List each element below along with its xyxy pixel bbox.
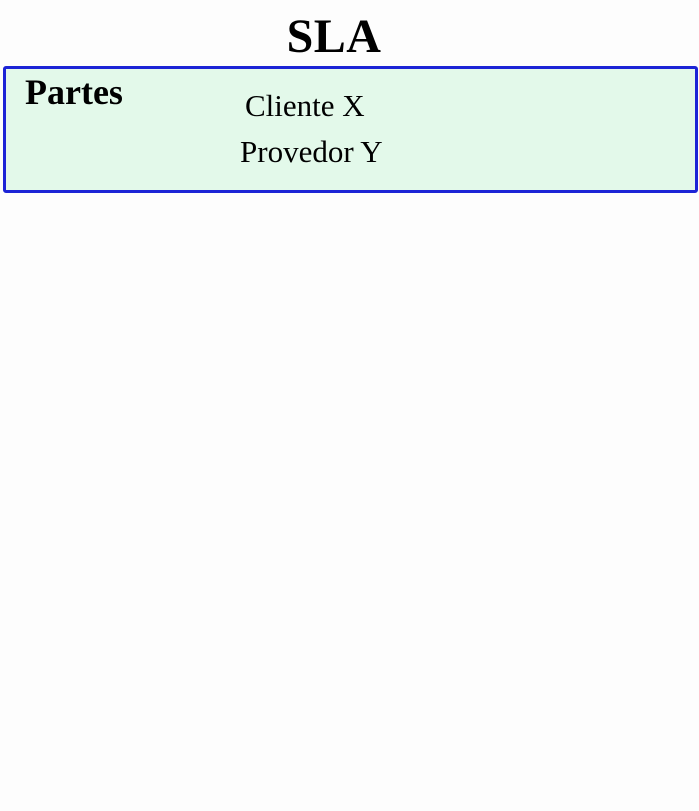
diagram-title: SLA (286, 10, 382, 63)
party-item-client: Cliente X (245, 88, 365, 123)
parties-box: Partes Cliente X Provedor Y (3, 66, 698, 193)
party-item-provider: Provedor Y (240, 134, 383, 169)
parties-label: Partes (25, 72, 123, 112)
